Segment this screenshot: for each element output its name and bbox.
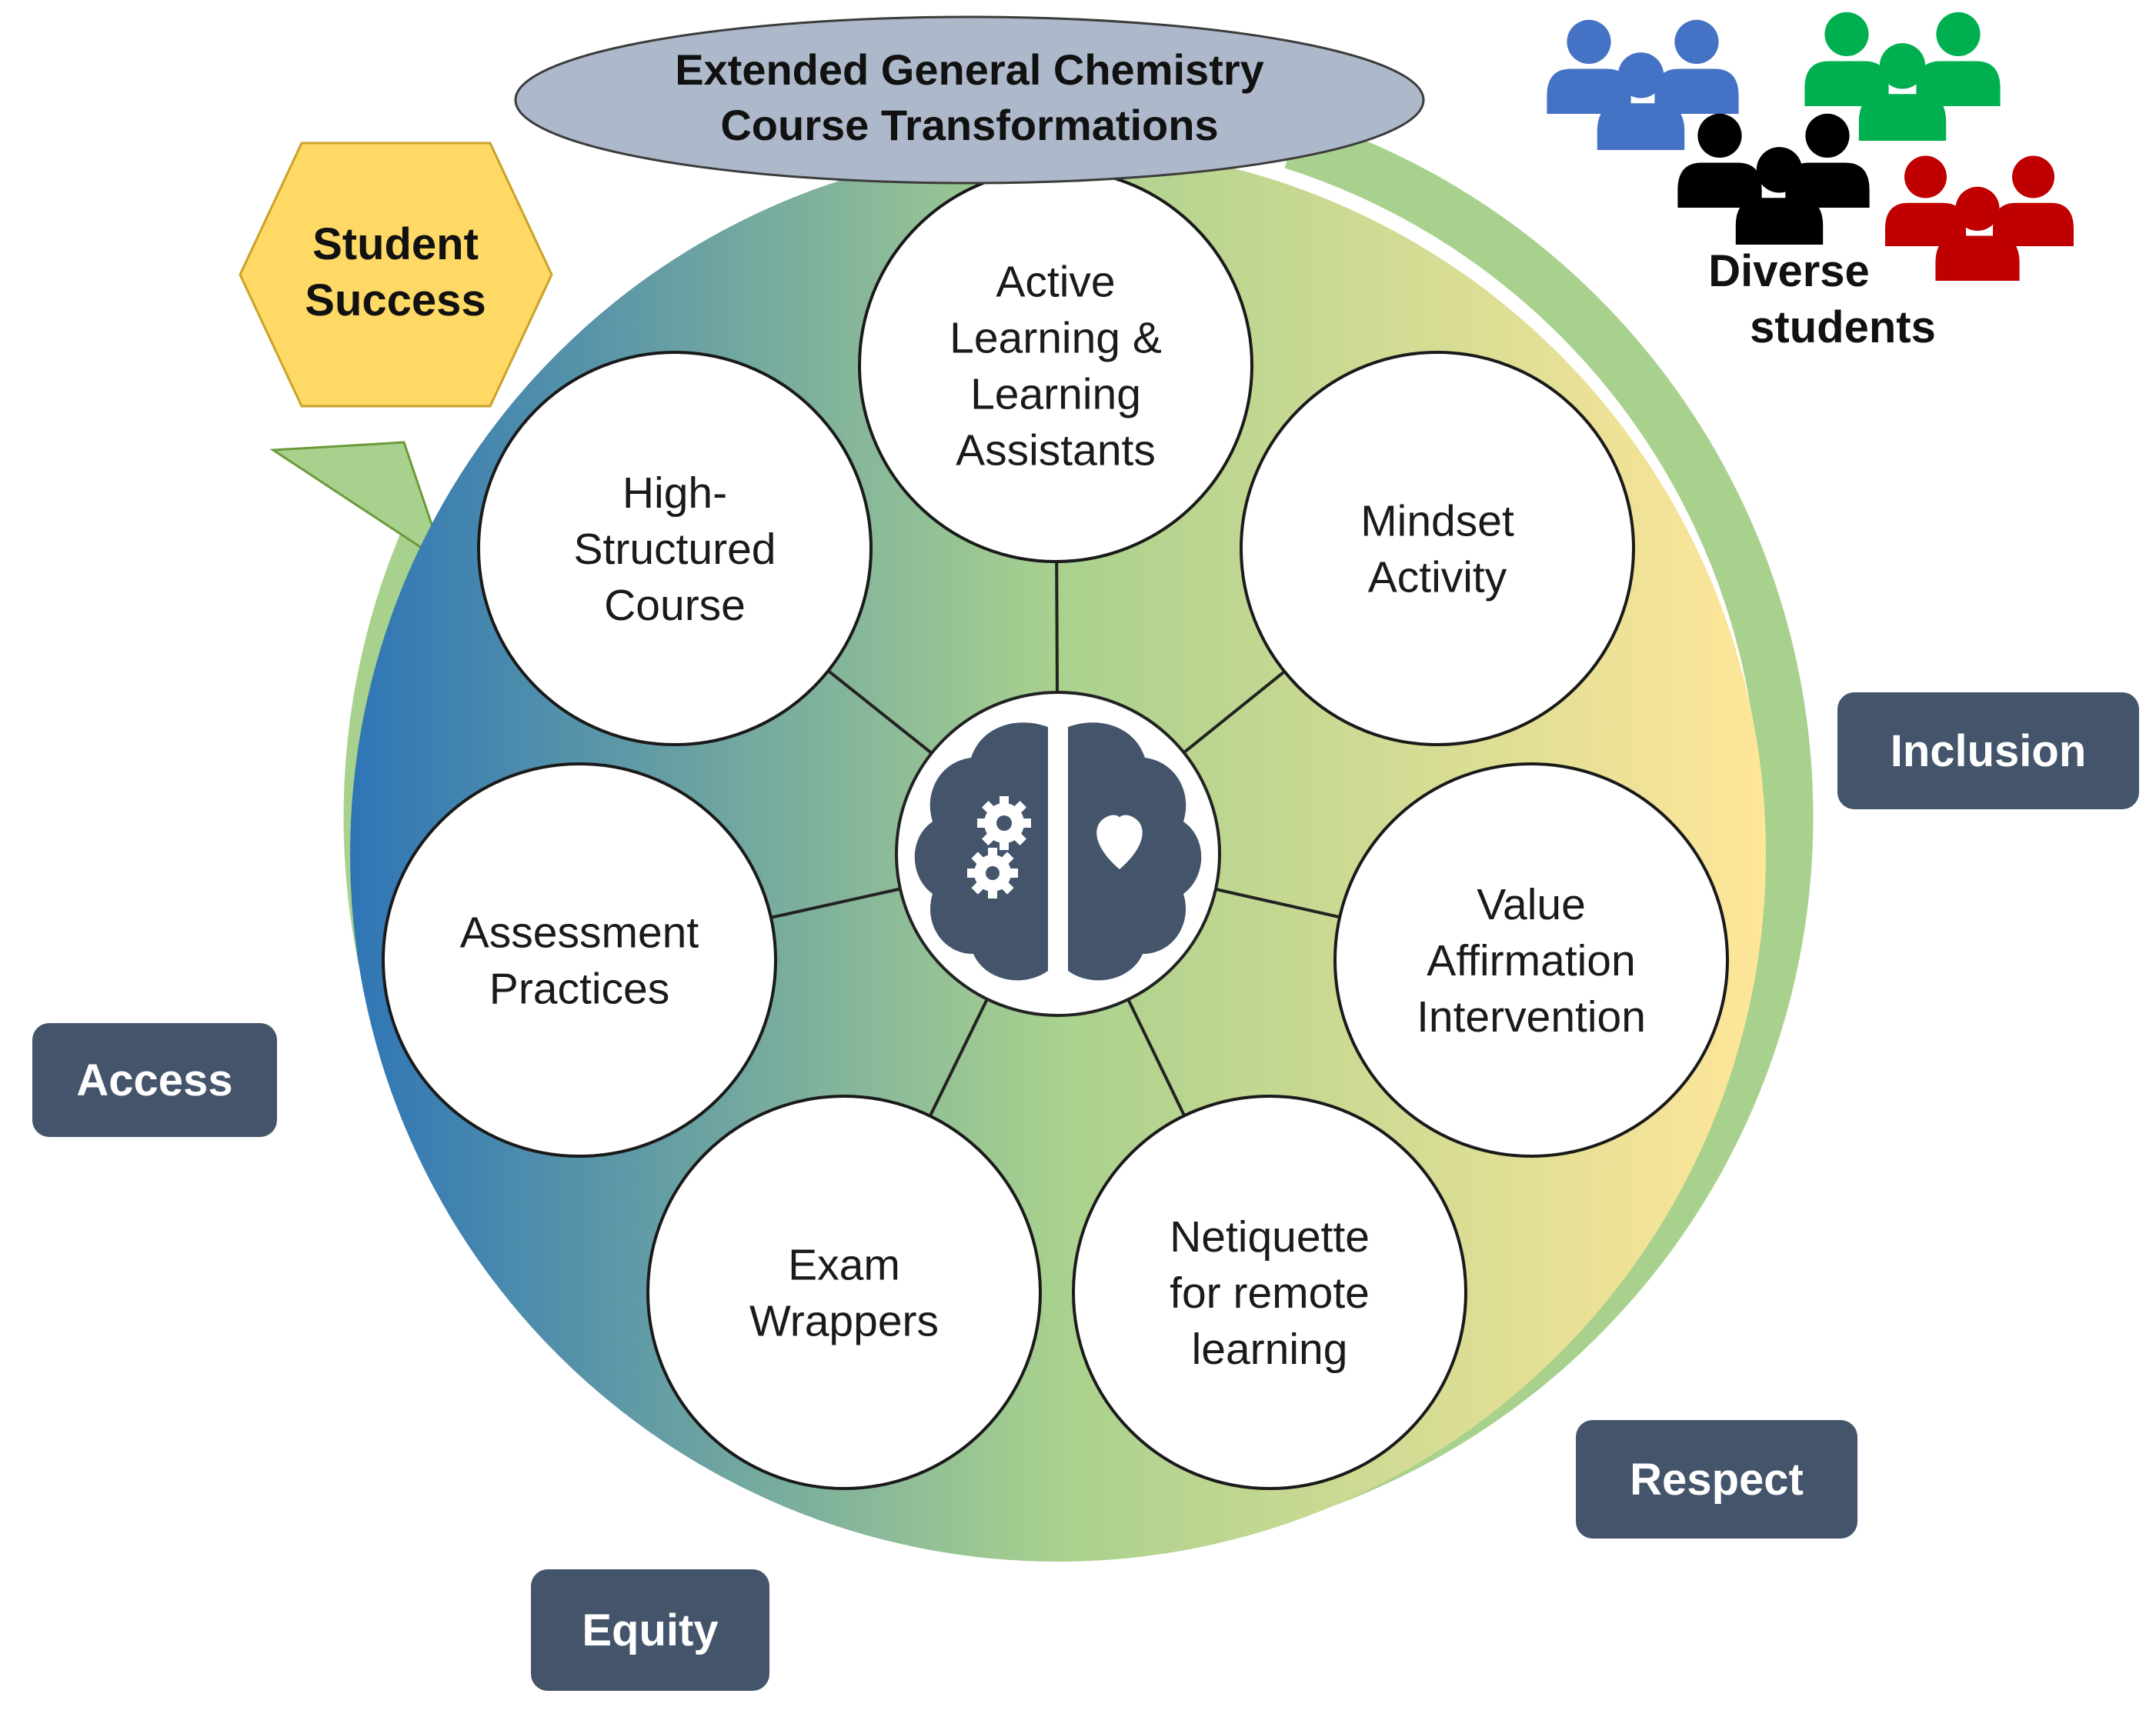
node-label-line: Mindset (1360, 497, 1514, 546)
node-label-line: Netiquette (1170, 1212, 1370, 1262)
node-label-line: for remote (1170, 1269, 1370, 1318)
access-label: Access (76, 1055, 233, 1105)
gear-tooth (1012, 801, 1026, 815)
center-hub (895, 691, 1221, 1017)
inclusion-label: Inclusion (1890, 725, 2087, 776)
equity-badge: Equity (531, 1569, 769, 1691)
spokes (770, 561, 1340, 1117)
node-label-line: Wrappers (749, 1297, 939, 1346)
spoke-line (1055, 561, 1060, 693)
equity-label: Equity (582, 1605, 719, 1655)
node-circle (858, 168, 1253, 563)
gear-tooth (1000, 839, 1009, 850)
diverse-students-line-1: Diverse (1708, 246, 1870, 296)
spoke-line (827, 669, 933, 755)
spoke-line (1183, 670, 1286, 754)
gear-tooth (982, 801, 996, 815)
people-group-black-icon (1677, 113, 1870, 245)
student-success-line-1: Student (312, 219, 479, 269)
node-label-line: Learning (970, 370, 1141, 419)
gear-tooth (971, 880, 986, 895)
gear-tooth (971, 852, 986, 866)
spoke-line (1215, 888, 1340, 919)
gear-tooth (1012, 831, 1026, 845)
node-label-line: Assessment (460, 909, 699, 958)
node-circle (646, 1095, 1042, 1490)
title-line-2: Course Transformations (720, 101, 1218, 149)
gear-tooth (967, 869, 978, 878)
brain-gears-heart-icon (914, 722, 1202, 981)
node-label-line: Assistants (956, 426, 1156, 475)
gear-tooth (1007, 869, 1018, 878)
node-label-line: Course (604, 581, 746, 630)
gear-tooth (1000, 852, 1014, 866)
node-label-line: Exam (788, 1241, 900, 1290)
node-circle (1240, 351, 1635, 746)
node-circle (477, 351, 873, 746)
node-netiquette: Netiquette for remote learning (1072, 1095, 1467, 1490)
node-label-line: Structured (574, 525, 776, 574)
diverse-students-line-2: students (1750, 302, 1936, 352)
student-success-hexagon: Student Success (239, 142, 553, 408)
gear-tooth (988, 888, 997, 899)
student-success-line-2: Success (305, 275, 486, 325)
node-label-line: Active (996, 258, 1115, 307)
title-line-1: Extended General Chemistry (675, 45, 1264, 94)
node-label-line: High- (622, 468, 727, 518)
node-label-line: Affirmation (1427, 936, 1635, 985)
inclusion-badge: Inclusion (1837, 692, 2139, 809)
respect-badge: Respect (1576, 1420, 1857, 1539)
spoke-line (928, 998, 989, 1117)
node-label-line: Value (1477, 880, 1586, 929)
gear-tooth (977, 818, 988, 828)
node-label-line: learning (1192, 1325, 1348, 1374)
access-badge: Access (32, 1023, 277, 1137)
gear-tooth (1000, 796, 1009, 807)
node-label-line: Learning & (950, 314, 1162, 363)
respect-label: Respect (1630, 1454, 1804, 1505)
spoke-line (1126, 999, 1186, 1117)
people-group-red-icon (1885, 155, 2074, 281)
gear-tooth (988, 848, 997, 858)
gear-tooth (1020, 818, 1031, 828)
node-circle (1333, 762, 1729, 1158)
node-circle (382, 762, 777, 1158)
spoke-line (770, 887, 901, 919)
node-label-line: Activity (1368, 553, 1507, 602)
title-ellipse: Extended General Chemistry Course Transf… (514, 15, 1425, 185)
node-circle (1072, 1095, 1467, 1490)
node-label-line: Practices (489, 965, 669, 1014)
node-label-line: Intervention (1417, 992, 1646, 1042)
gear-tooth (982, 831, 996, 845)
gear-tooth (1000, 880, 1014, 895)
